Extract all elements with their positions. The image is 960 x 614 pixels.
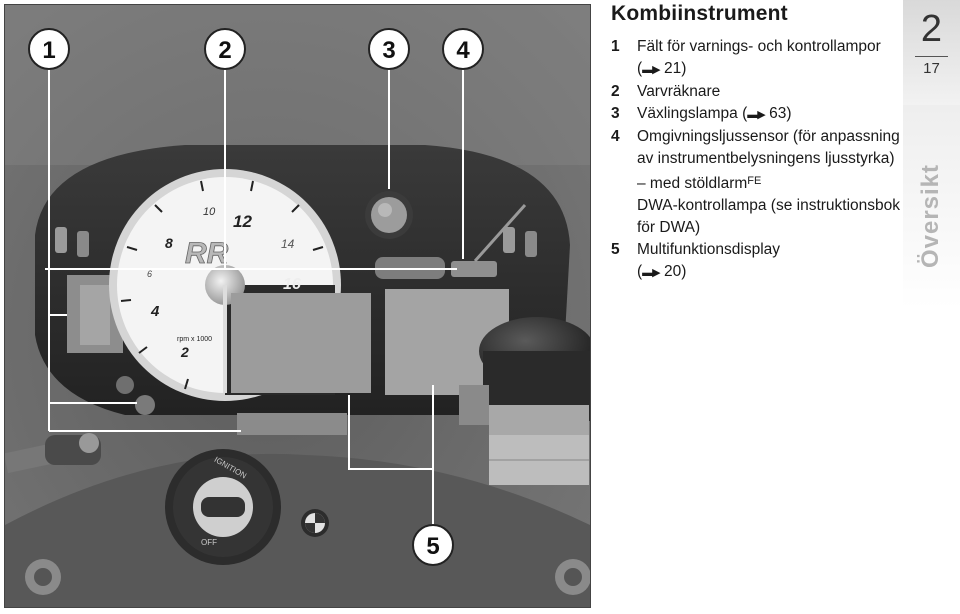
tacho-label: 12 <box>233 212 252 231</box>
legend-number: 3 <box>611 105 620 122</box>
tacho-label: 10 <box>203 206 216 218</box>
instrument-cluster-photo: 2 4 6 8 10 12 14 16 rpm x 1000 RR <box>4 4 591 608</box>
svg-text:4: 4 <box>456 37 470 64</box>
tacho-unit: rpm x 1000 <box>177 336 212 343</box>
legend-number: 1 <box>611 38 620 55</box>
chapter-number: 2 <box>920 8 943 50</box>
page-number: 17 <box>923 60 940 77</box>
chapter-divider <box>915 56 948 57</box>
ambient-light-sensor <box>451 261 497 277</box>
legend-text: Omgivningsljussensor (för anpassning av … <box>637 128 900 167</box>
callout-3: 3 <box>368 28 410 70</box>
callout-5: 5 <box>412 524 454 566</box>
reference-arrow-icon: ▬▶ <box>642 267 660 279</box>
page-ref[interactable]: (▬▶ 21) <box>637 60 687 77</box>
legend-item: 5 Multifunktionsdisplay (▬▶ 20) <box>611 239 901 284</box>
tacho-label: 2 <box>180 344 189 360</box>
leader-lines <box>45 69 464 525</box>
fe-superscript: FE <box>747 175 762 187</box>
callout-4: 4 <box>442 28 484 70</box>
svg-text:2: 2 <box>218 37 231 64</box>
rr-logo: RR <box>185 237 229 270</box>
tacho-label: 4 <box>150 303 160 320</box>
page-title: Kombiinstrument <box>611 2 788 25</box>
callout-1: 1 <box>28 28 70 70</box>
legend-text: Fält för varnings- och kontrollampor <box>637 38 881 55</box>
ignition-lock: IGNITION OFF <box>165 449 281 565</box>
chapter-tab: 2 17 Översikt <box>903 0 960 614</box>
legend-number: 2 <box>611 83 620 100</box>
callout-2: 2 <box>204 28 246 70</box>
page-ref[interactable]: (▬▶ 20) <box>637 263 687 280</box>
legend-list: 1 Fält för varnings- och kontrollampor (… <box>611 36 901 284</box>
legend-subtext: – med stöldlarm <box>637 175 748 192</box>
multifunction-display-left <box>231 293 371 393</box>
brake-fluid-reservoir <box>459 317 590 485</box>
legend-number: 4 <box>611 128 620 145</box>
page-ref[interactable]: (▬▶ 63) <box>742 105 792 122</box>
svg-text:1: 1 <box>42 37 55 64</box>
legend-item: 3 Växlingslampa (▬▶ 63) <box>611 103 901 126</box>
legend-item: 4 Omgivningsljussensor (för anpassning a… <box>611 126 901 239</box>
reference-arrow-icon: ▬▶ <box>642 64 660 76</box>
svg-text:5: 5 <box>426 533 439 560</box>
indicator-lamp <box>116 376 134 394</box>
legend-text: Växlingslampa <box>637 105 738 122</box>
reference-arrow-icon: ▬▶ <box>747 109 765 121</box>
ignition-off-label: OFF <box>201 538 217 547</box>
legend-item: 2 Varvräknare <box>611 81 901 103</box>
housing-bolts <box>55 227 537 257</box>
legend-subtext: DWA-kontrollampa (se instruktionsbok för… <box>637 197 901 236</box>
tacho-label: 14 <box>281 237 295 251</box>
legend-item: 1 Fält för varnings- och kontrollampor (… <box>611 36 901 81</box>
svg-text:3: 3 <box>382 37 395 64</box>
tacho-label: 8 <box>165 235 173 251</box>
handlebar-clamp <box>5 453 590 607</box>
legend-number: 5 <box>611 241 620 258</box>
legend-text: Multifunktionsdisplay <box>637 241 781 258</box>
tacho-label: 16 <box>283 276 301 293</box>
tacho-label: 6 <box>147 269 152 279</box>
legend-text: Varvräknare <box>637 83 721 100</box>
indicator-lamp <box>135 395 155 415</box>
section-label: Översikt <box>917 163 944 269</box>
